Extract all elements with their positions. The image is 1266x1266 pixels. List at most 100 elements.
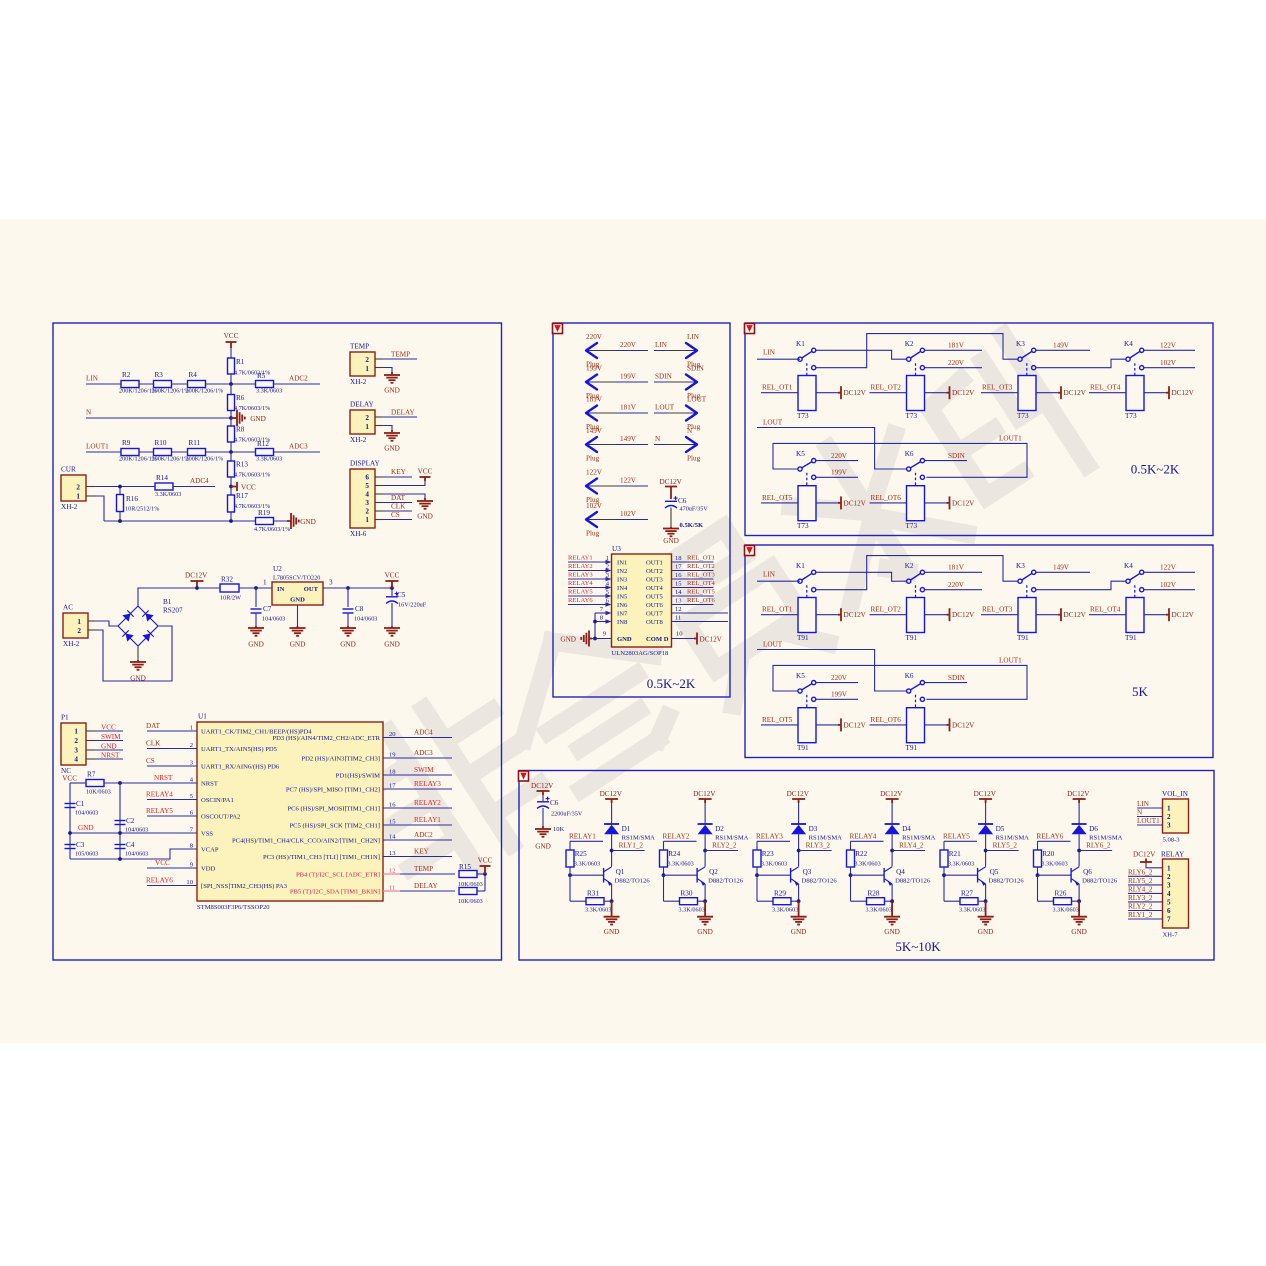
- relay-coil: REL_OT2 DC12V T73: [869, 374, 975, 420]
- gnd-label: GND: [791, 928, 807, 936]
- component-ref: R23: [762, 850, 774, 858]
- dc12v-label: DC12V: [185, 572, 208, 580]
- pin-number: 6: [1167, 907, 1171, 915]
- component-ref: Q3: [803, 868, 812, 876]
- relay-coil: REL_OT6 DC12V T73: [869, 485, 975, 530]
- component-ref: R5: [257, 372, 266, 380]
- net-label: RLY6_2: [1128, 868, 1153, 876]
- component-ref: Q4: [896, 868, 905, 876]
- net-label: RELAY3: [756, 833, 783, 841]
- gnd-symbol: [884, 901, 901, 926]
- component-ref: D6: [1089, 825, 1098, 833]
- relay-coil: REL_OT6 DC12V T91: [869, 707, 975, 752]
- net-label: LOUT1: [999, 657, 1022, 665]
- pin-number: 17: [389, 783, 396, 790]
- net-label: RELAY2: [414, 799, 441, 807]
- gnd-symbol: [340, 626, 356, 637]
- net-label: REL_OT4: [687, 580, 716, 587]
- pin-number: 4: [190, 777, 194, 784]
- pin-number: 2: [74, 737, 78, 745]
- power-bar-symbol: [605, 798, 619, 803]
- component-value: 16V/220uF: [398, 602, 427, 609]
- transistor-npn: [789, 866, 799, 886]
- net-label: 199V: [831, 691, 848, 699]
- component-value: 4.7K/0603/1%: [234, 503, 270, 510]
- gnd-symbol: [130, 660, 146, 671]
- net-label: 102V: [1160, 359, 1177, 367]
- pin-number: 1: [190, 725, 193, 732]
- net-label: RELAY5: [568, 589, 593, 596]
- pin-number: 2: [606, 564, 609, 571]
- power-bar-symbol: [419, 476, 431, 481]
- net-label: 220V: [620, 341, 637, 349]
- port-name: N: [687, 427, 693, 435]
- net-label: DELAY: [391, 409, 416, 417]
- component-value: 104/0603: [354, 616, 377, 623]
- net-label: REL_OT3: [982, 606, 1013, 614]
- port-arrow-left: 181V 181V Plug: [584, 396, 648, 431]
- cap-c6-drivers: DC12V C6 2200uF/35V 10K GND: [531, 782, 583, 851]
- gnd-symbol: [1071, 901, 1088, 926]
- component-ref: C6: [678, 497, 687, 505]
- component-ref: D2: [715, 825, 724, 833]
- dc12v-label: DC12V: [600, 790, 623, 798]
- component-value: T73: [797, 412, 809, 420]
- component-value: D882/TO126: [615, 878, 651, 885]
- power-bar-symbol: [838, 608, 842, 622]
- ic-pin-name: IN6: [617, 602, 628, 609]
- net-label: SDIN: [655, 373, 673, 381]
- component-value: 105/0603: [75, 851, 98, 858]
- net-label: REL_OT4: [1090, 384, 1121, 392]
- component-ref: K5: [796, 450, 805, 458]
- resistor-ladder: VCC R1 4.7K/0603/1% LIN R2 200K/1206/1% …: [86, 332, 320, 533]
- component-ref: K3: [1016, 562, 1025, 570]
- driver-stage-2: DC12V D2 RS1M/SMA RLY2_2 RELAY2 R24 3.3K…: [658, 790, 749, 936]
- dc12v-label: DC12V: [1133, 851, 1156, 859]
- pin-number: 3: [190, 760, 194, 767]
- relay-switch-k6: K6: [905, 672, 926, 708]
- net-label: CS: [146, 757, 155, 765]
- net-label: REL_OT1: [687, 555, 715, 562]
- pin-number: 2: [76, 484, 80, 492]
- net-label: RELAY2: [568, 563, 593, 570]
- power-bar-symbol: [946, 608, 951, 622]
- dc12v-label: DC12V: [1172, 389, 1195, 397]
- gnd-symbol: [417, 498, 433, 510]
- port-arrow-left: 199V 199V Plug: [584, 365, 648, 400]
- relay-coil: REL_OT4 DC12V T73: [1089, 374, 1195, 420]
- component-value: 470uF/35V: [680, 506, 709, 513]
- port-arrow-right: LOUT LOUT Plug: [654, 396, 707, 431]
- net-label: RELAY4: [850, 833, 877, 841]
- port-name: 102V: [586, 502, 603, 510]
- pin-number: 11: [675, 615, 681, 622]
- net-label: REL_OT3: [687, 572, 716, 579]
- net-label: RELAY2: [663, 833, 690, 841]
- component-value: 2200uF/35V: [551, 811, 583, 818]
- component-ref: K4: [1124, 562, 1133, 570]
- component-value: T91: [1125, 634, 1137, 642]
- relay-coil: REL_OT4 DC12V T91: [1089, 596, 1195, 642]
- net-label: 149V: [1053, 564, 1070, 572]
- net-label: 181V: [948, 564, 965, 572]
- component-ref: R32: [221, 576, 233, 584]
- ic-pin-function: PD3 (HS)/AIN4/TIM2_CH2/ADC_ETR: [272, 735, 380, 742]
- component-ref: D1: [622, 825, 631, 833]
- power-bar-symbol: [838, 718, 842, 732]
- component-value: T73: [906, 522, 918, 530]
- net-label: N: [86, 409, 92, 417]
- gnd-symbol: [384, 626, 400, 637]
- component-ref: R28: [868, 890, 880, 898]
- net-label: 149V: [620, 435, 637, 443]
- net-label: DAT: [391, 494, 406, 502]
- component-value: RS1M/SMA: [996, 835, 1030, 842]
- pullup-resistors: R15 10K/0603 10K/0603 VCC: [458, 857, 493, 906]
- cap-c6-signals: DC12V C6 470uF/35V 0.5K/5K GND: [660, 478, 709, 545]
- gnd-label: GND: [978, 928, 994, 936]
- pin-number: 3: [329, 579, 333, 587]
- pin-number: 9: [190, 862, 194, 869]
- pin-number: 4: [606, 581, 610, 588]
- dc12v-label: DC12V: [974, 790, 997, 798]
- net-label: 122V: [1160, 564, 1177, 572]
- net-label: ADC4: [414, 729, 433, 737]
- ic-pin-function: PB5 (T)/I2C_SDA [TIM1_BKIN]: [290, 889, 380, 896]
